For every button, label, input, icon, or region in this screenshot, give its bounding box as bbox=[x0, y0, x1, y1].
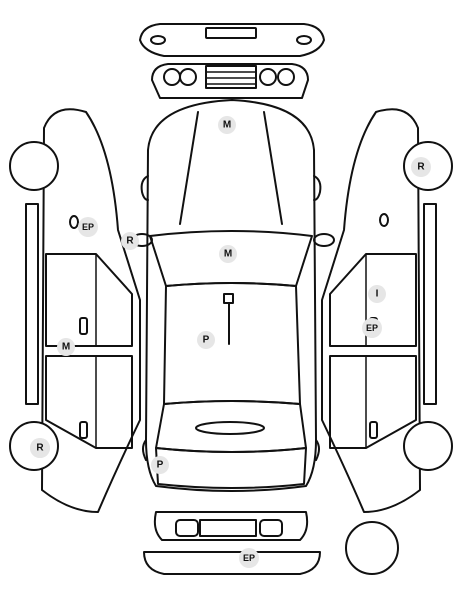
svg-text:EP: EP bbox=[243, 553, 255, 563]
spare-wheel bbox=[345, 521, 399, 575]
damage-marker-rear-bumper: EP bbox=[239, 548, 259, 568]
svg-text:M: M bbox=[223, 120, 231, 131]
damage-marker-mirror-left: R bbox=[121, 232, 139, 250]
damage-marker-rear-quarter-left: P bbox=[151, 456, 169, 474]
right-side-profile bbox=[321, 108, 453, 513]
front-grille bbox=[151, 63, 309, 99]
svg-text:M: M bbox=[224, 249, 232, 260]
damage-marker-left-front-fender: EP bbox=[78, 217, 98, 237]
damage-marker-left-rear-wheel: R bbox=[30, 438, 50, 458]
svg-text:P: P bbox=[157, 460, 164, 471]
damage-marker-windshield: M bbox=[219, 245, 237, 263]
front-bumper bbox=[139, 23, 325, 57]
damage-marker-right-front-door: I bbox=[368, 285, 386, 303]
svg-text:I: I bbox=[376, 289, 379, 300]
svg-text:P: P bbox=[203, 335, 210, 346]
svg-text:M: M bbox=[62, 342, 70, 353]
svg-text:R: R bbox=[417, 162, 425, 173]
left-side-profile bbox=[9, 108, 141, 513]
svg-text:EP: EP bbox=[82, 222, 94, 232]
rear-bumper bbox=[143, 551, 321, 575]
damage-marker-roof: P bbox=[197, 331, 215, 349]
svg-text:EP: EP bbox=[366, 323, 378, 333]
damage-marker-right-front-wheel: R bbox=[411, 157, 431, 177]
car-body-top bbox=[131, 99, 335, 492]
damage-marker-left-side-sill: M bbox=[57, 338, 75, 356]
rear-fascia bbox=[153, 511, 309, 541]
damage-marker-hood: M bbox=[218, 116, 236, 134]
svg-text:R: R bbox=[126, 236, 134, 247]
svg-text:R: R bbox=[36, 443, 44, 454]
damage-marker-right-door-handle: EP bbox=[362, 318, 382, 338]
